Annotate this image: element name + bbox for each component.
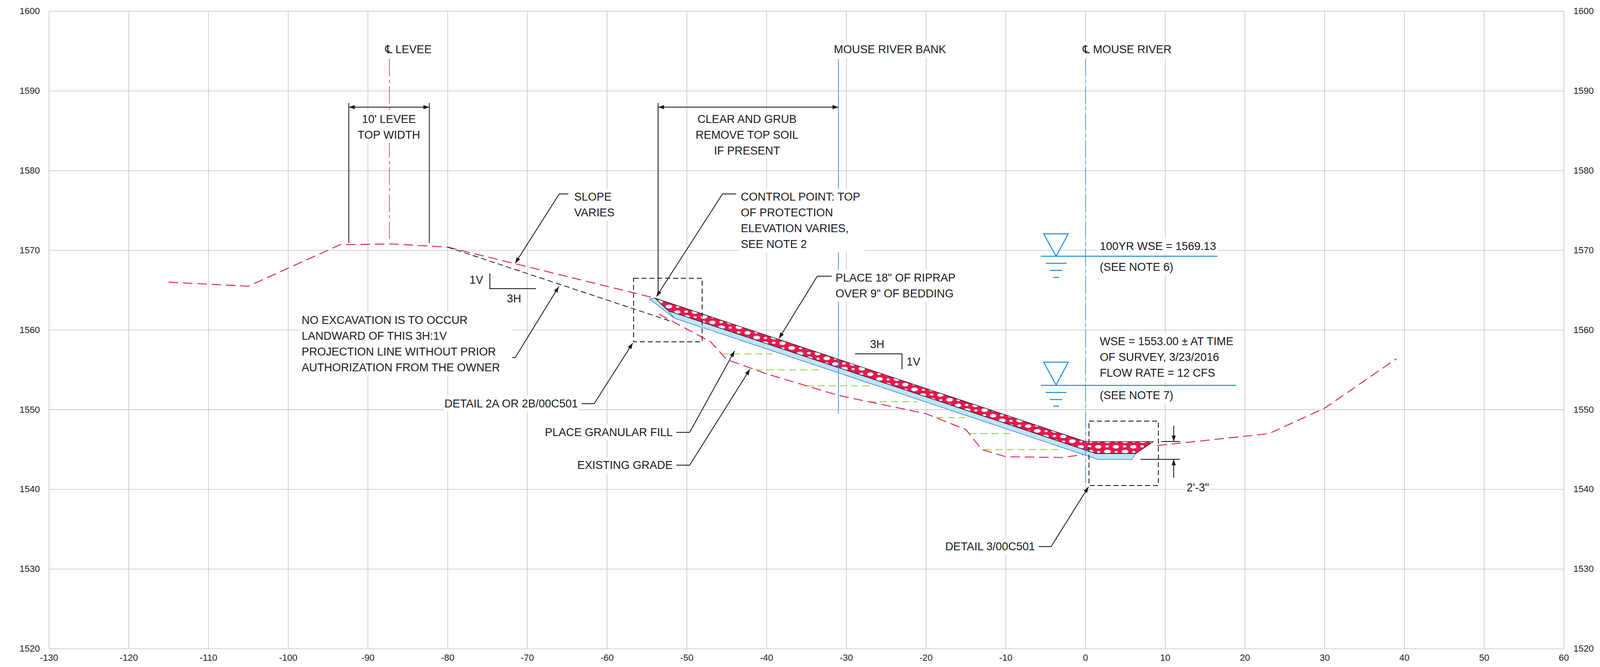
axis-label: 1600: [18, 5, 41, 17]
detail-box: [1088, 421, 1159, 486]
axis-label: 10: [1159, 652, 1171, 664]
axis-label: 1560: [18, 324, 41, 336]
axis-label: -50: [679, 652, 695, 664]
axis-label: -40: [759, 652, 775, 664]
water-triangle: [1043, 362, 1069, 386]
axis-label: 1600: [1572, 5, 1595, 17]
axis-label: -90: [360, 652, 376, 664]
axis-label: 1570: [18, 245, 41, 256]
water-label: WSE = 1553.00 ± AT TIME OF SURVEY, 3/23/…: [1098, 333, 1244, 381]
granular-fill: [722, 353, 1062, 450]
existing-grade: [658, 314, 1086, 458]
extension-line: [349, 103, 659, 296]
axis-label: -110: [199, 652, 219, 664]
slope-text: 1V: [905, 353, 922, 370]
axis-label: 1550: [18, 404, 41, 416]
dimension-line: [1173, 459, 1175, 478]
dimension-text: 2'-3": [1185, 479, 1210, 496]
leader-line: [656, 194, 737, 297]
leader-line: [515, 194, 569, 264]
axis-label: 1540: [18, 484, 41, 495]
dimension-line: [349, 106, 430, 108]
leader-line: [581, 343, 633, 404]
water-label: 100YR WSE = 1569.13: [1098, 238, 1217, 255]
axis-label: -70: [520, 652, 536, 664]
dimension-text: CLEAR AND GRUB REMOVE TOP SOIL IF PRESEN…: [691, 111, 804, 159]
existing-grade: [168, 243, 656, 298]
dimension-text: 10' LEVEE TOP WIDTH: [351, 111, 427, 143]
leader-line: [1038, 486, 1089, 547]
dimension-line: [1173, 425, 1175, 442]
projection-line: [447, 247, 671, 322]
water-label: (SEE NOTE 7): [1098, 387, 1175, 404]
axis-label: -80: [440, 652, 456, 664]
axis-label: 1520: [1572, 643, 1595, 655]
levee-centerline: [389, 58, 391, 243]
axis-label: -130: [39, 652, 59, 664]
axis-label: 1560: [1572, 324, 1595, 336]
leader-line: [676, 351, 735, 433]
axis-label: -10: [998, 652, 1014, 664]
centerline-label: ℄ MOUSE RIVER: [1081, 41, 1173, 58]
centerline-label: MOUSE RIVER BANK: [833, 41, 947, 58]
note-text: NO EXCAVATION IS TO OCCUR LANDWARD OF TH…: [300, 312, 513, 376]
grid: [49, 11, 1564, 649]
callout-text: DETAIL 3/00C501: [944, 538, 1036, 555]
callout-text: DETAIL 2A OR 2B/00C501: [443, 395, 579, 412]
centerline-label: ℄ LEVEE: [384, 41, 433, 58]
leader-line: [779, 276, 832, 339]
callout-text: PLACE GRANULAR FILL: [543, 424, 674, 441]
slope-text: 1V: [468, 272, 485, 288]
slope-text: 3H: [506, 290, 523, 307]
callout-text: CONTROL POINT: TOP OF PROTECTION ELEVATI…: [739, 189, 865, 253]
water-line: [1040, 385, 1237, 407]
callout-text: EXISTING GRADE: [576, 457, 674, 474]
axis-label: -120: [118, 652, 139, 664]
axis-label: 60: [1558, 652, 1570, 664]
axis-label: 50: [1478, 652, 1490, 664]
axis-label: -30: [838, 652, 854, 664]
callout-text: SLOPE VARIES: [573, 189, 630, 221]
axis-label: 1550: [1572, 404, 1595, 416]
detail-box: [633, 278, 703, 342]
axis-label: 1530: [1572, 563, 1595, 575]
axis-label: 0: [1082, 652, 1089, 664]
axis-label: 1530: [18, 563, 41, 575]
section-geometry: [49, 11, 1564, 649]
dimension-line: [658, 106, 839, 108]
river-centerline: [1085, 58, 1087, 486]
axis-label: 1590: [18, 85, 41, 97]
axis-label: 1590: [1572, 85, 1595, 97]
water-line: [1040, 256, 1218, 278]
axis-label: 1580: [18, 165, 41, 177]
axis-label: -20: [918, 652, 934, 664]
leader-line: [676, 369, 750, 466]
slope-triangle: [489, 273, 536, 289]
axis-label: 1520: [18, 643, 41, 655]
callout-text: PLACE 18" OF RIPRAP OVER 9" OF BEDDING: [834, 270, 970, 302]
water-triangle: [1043, 233, 1069, 257]
slope-triangle: [855, 353, 902, 370]
axis-label: -60: [599, 652, 615, 664]
axis-label: 40: [1398, 652, 1411, 664]
axis-label: 1540: [1572, 484, 1595, 495]
axis-label: 1580: [1572, 165, 1595, 177]
water-label: (SEE NOTE 6): [1098, 259, 1175, 276]
axis-label: 20: [1238, 652, 1251, 664]
axis-label: 1570: [1572, 245, 1595, 256]
riprap: [654, 298, 1153, 454]
slope-text: 3H: [869, 336, 886, 353]
axis-label: 30: [1318, 652, 1331, 664]
extension-line: [1140, 441, 1180, 460]
axis-label: -100: [278, 652, 299, 664]
